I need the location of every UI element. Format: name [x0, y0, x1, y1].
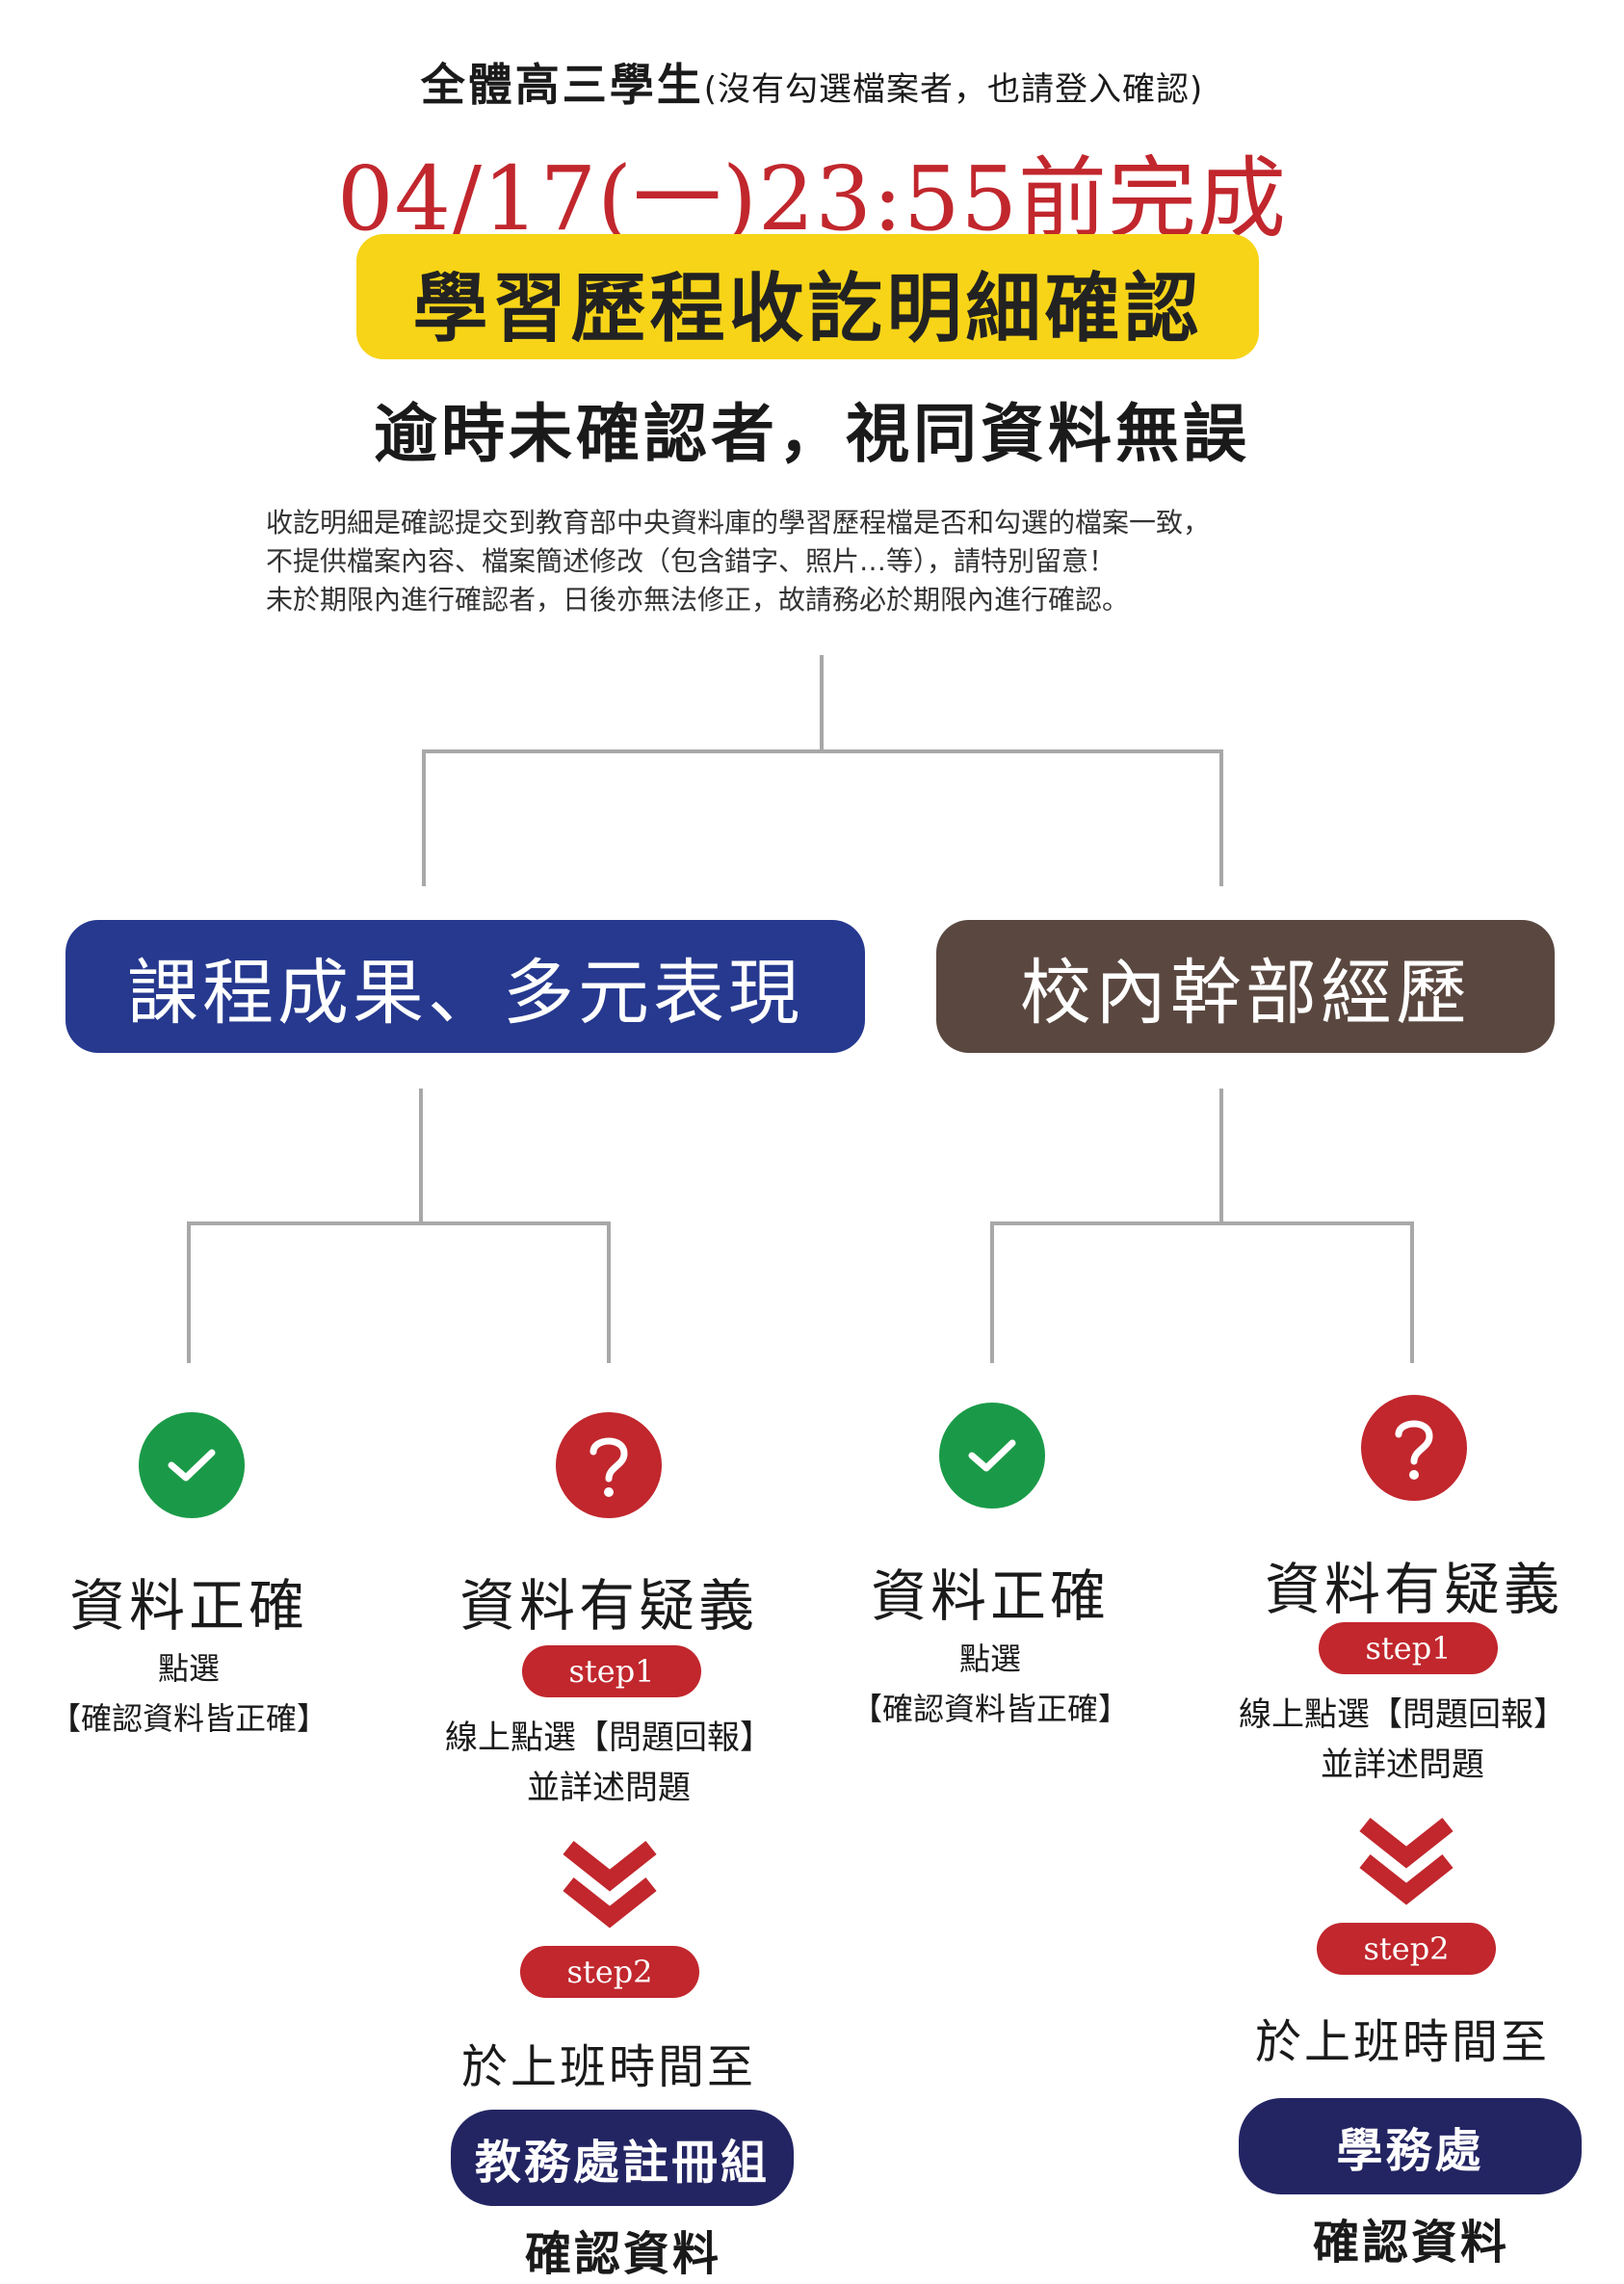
confirm-text: 確認資料: [524, 2227, 721, 2281]
status-correct: 資料正確: [68, 1573, 308, 1639]
step-label: step2: [566, 1954, 653, 1990]
overdue-warning: 逾時未確認者，視同資料無誤: [374, 397, 1250, 471]
step1-line: 並詳述問題: [1321, 1746, 1484, 1784]
status-doubt: 資料有疑義: [1264, 1557, 1563, 1622]
step2-badge: step2: [520, 1946, 699, 1998]
step1-instruction: 線上點選【問題回報】 並詳述問題: [1181, 1690, 1624, 1790]
office-label: 學務處: [1336, 2124, 1484, 2178]
step1-line: 線上點選【問題回報】: [445, 1719, 773, 1757]
audience-heading: 全體高三學生(沒有勾選檔案者，也請登入確認): [0, 50, 1624, 114]
step1-line: 線上點選【問題回報】: [1239, 1695, 1566, 1734]
status-doubt: 資料有疑義: [458, 1573, 758, 1639]
check-icon: [939, 1403, 1045, 1509]
category-label: 課程成果、多元表現: [127, 951, 803, 1035]
step2-instruction: 於上班時間至: [1254, 2015, 1550, 2069]
category-course-results: 課程成果、多元表現: [65, 920, 865, 1053]
connector-line: [422, 749, 1223, 886]
connector-line: [187, 1221, 611, 1363]
note-line: 收訖明細是確認提交到教育部中央資料庫的學習歷程檔是否和勾選的檔案一致，: [266, 507, 1211, 538]
audience-text: 全體高三學生: [420, 59, 704, 111]
deadline-text: 04/17(一)23:55前完成: [336, 147, 1288, 250]
office-badge: 教務處註冊組: [451, 2110, 794, 2206]
correct-instruction: 點選 【確認資料皆正確】: [25, 1643, 353, 1744]
step-label: step1: [1365, 1630, 1452, 1667]
step-label: step2: [1363, 1930, 1450, 1967]
title-highlight: [356, 234, 1259, 359]
instruction-action: 點選: [157, 1650, 220, 1687]
step1-instruction: 線上點選【問題回報】 並詳述問題: [387, 1713, 830, 1813]
office-label: 教務處註冊組: [474, 2136, 770, 2190]
step2-badge: step2: [1317, 1923, 1496, 1975]
category-label: 校內幹部經歷: [1020, 951, 1471, 1035]
page-title: 學習歷程收訖明細確認: [412, 266, 1203, 353]
chevron-down-icon: [1359, 1817, 1454, 1905]
instruction-target: 【確認資料皆正確】: [49, 1700, 327, 1737]
office-badge: 學務處: [1239, 2098, 1582, 2194]
explanation-note: 收訖明細是確認提交到教育部中央資料庫的學習歷程檔是否和勾選的檔案一致， 不提供檔…: [266, 504, 1210, 619]
instruction-target: 【確認資料皆正確】: [851, 1691, 1129, 1727]
step-label: step1: [568, 1653, 655, 1690]
connector-line: [990, 1221, 1414, 1363]
category-cadre-experience: 校內幹部經歷: [936, 920, 1555, 1053]
check-icon: [139, 1412, 245, 1518]
step1-badge: step1: [1319, 1622, 1498, 1674]
status-correct: 資料正確: [870, 1563, 1110, 1629]
confirm-text: 確認資料: [1312, 2216, 1509, 2270]
correct-instruction: 點選 【確認資料皆正確】: [826, 1634, 1154, 1734]
step2-instruction: 於上班時間至: [460, 2040, 756, 2094]
chevron-down-icon: [563, 1840, 657, 1929]
step1-badge: step1: [522, 1645, 701, 1697]
audience-note: (沒有勾選檔案者，也請登入確認): [703, 70, 1204, 109]
note-line: 未於期限內進行確認者，日後亦無法修正，故請務必於期限內進行確認。: [266, 584, 1130, 616]
question-icon: [1361, 1395, 1467, 1501]
step1-line: 並詳述問題: [527, 1769, 691, 1807]
note-line: 不提供檔案內容、檔案簡述修改（包含錯字、照片…等），請特別留意！: [266, 545, 1116, 577]
question-icon: [556, 1412, 662, 1518]
instruction-action: 點選: [958, 1641, 1021, 1677]
